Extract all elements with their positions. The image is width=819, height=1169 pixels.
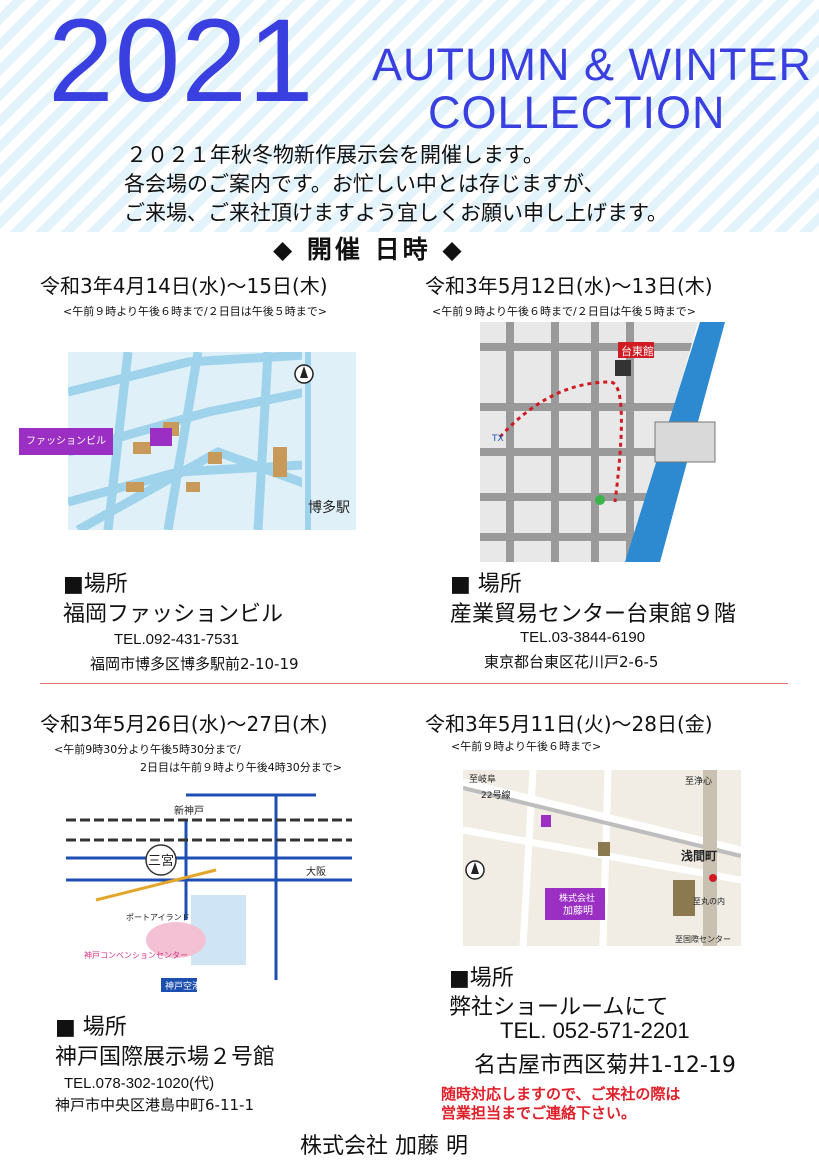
venue2-date: 令和3年5月12日(水)〜13日(木) [425, 274, 713, 298]
intro-line-2: 各会場のご案内です。お忙しい中とは存じますが、 [124, 172, 605, 196]
venue2-place-name: 産業貿易センター台東館９階 [450, 602, 737, 627]
venue3-date: 令和3年5月26日(水)〜27日(木) [40, 712, 328, 736]
tokyo-map: 台東館 TX [480, 322, 738, 562]
josin-map-label: 至浄心 [685, 775, 712, 787]
sannomiya-map-label: 三宮 [148, 853, 174, 869]
venue3-address: 神戸市中央区港島中町6-11-1 [55, 1096, 255, 1114]
airport-map-label: 神戸空港 [165, 980, 201, 992]
sengencho-map-label: 浅間町 [681, 848, 717, 863]
venue2-tel: TEL.03-3844-6190 [520, 629, 646, 646]
venue1-hours-note: <午前９時より午後６時まで/２日目は午後５時まで> [63, 305, 327, 318]
tx-map-label: TX [491, 434, 504, 444]
kobe-map: 三宮 新神戸 大阪 ポートアイランド 神戸コンベンションセンター 神戸空港 [66, 780, 352, 998]
osaka-map-label: 大阪 [306, 865, 326, 878]
route22-map-label: 22号線 [481, 789, 510, 801]
visit-notice-line2: 営業担当までご連絡下さい。 [441, 1104, 637, 1122]
fashion-building-map-tag: ファッションビル [19, 428, 113, 455]
hakata-station-label: 博多駅 [308, 499, 350, 516]
shinkobe-map-label: 新神戸 [174, 804, 204, 817]
header-striped-background [0, 0, 819, 232]
fukuoka-map: 博多駅 [68, 352, 356, 530]
company-map-label-l1: 株式会社 [559, 892, 595, 904]
venue1-date: 令和3年4月14日(水)〜15日(木) [40, 274, 328, 298]
intro-line-3: ご来場、ご来社頂けますよう宜しくお願い申し上げます。 [124, 201, 668, 225]
venue3-place-heading: ■ 場所 [55, 1015, 127, 1040]
convention-map-label: 神戸コンベンションセンター [84, 950, 188, 960]
venue1-place-heading: ■場所 [63, 572, 128, 597]
venue1-address: 福岡市博多区博多駅前2-10-19 [90, 655, 299, 673]
section-divider [40, 683, 788, 684]
intro-line-1: ２０２１年秋冬物新作展示会を開催します。 [126, 143, 544, 167]
collection-title-line1: AUTUMN & WINTER [372, 39, 812, 90]
venue3-hours-note-line1: <午前9時30分より午後5時30分まで/ [54, 743, 241, 756]
venue4-tel: TEL. 052-571-2201 [500, 1018, 690, 1043]
venue2-hours-note: <午前９時より午後６時まで/２日目は午後５時まで> [432, 305, 696, 318]
venue3-place-name: 神戸国際展示場２号館 [55, 1045, 276, 1070]
venue3-hours-note-line2: 2日目は午前９時より午後4時30分まで> [140, 761, 342, 774]
marunouchi-map-label: 至丸の内 [693, 896, 725, 906]
schedule-heading: ◆ 開催 日時 ◆ [273, 235, 465, 264]
venue2-address: 東京都台東区花川戸2-6-5 [484, 653, 659, 671]
venue4-hours-note: <午前９時より午後６時まで> [451, 740, 602, 753]
venue2-place-heading: ■ 場所 [450, 572, 522, 597]
nagoya-map: 株式会社 加藤明 至岐阜 22号線 至浄心 浅間町 至丸の内 至国際センター [463, 770, 741, 946]
collection-title-line2: COLLECTION [428, 87, 726, 138]
visit-notice-line1: 随時対応しますので、ご来社の際は [441, 1085, 681, 1103]
company-map-label-l2: 加藤明 [563, 905, 593, 917]
venue3-tel: TEL.078-302-1020(代) [64, 1075, 215, 1092]
venue4-date: 令和3年5月11日(火)〜28日(金) [425, 712, 713, 736]
gifu-map-label: 至岐阜 [469, 773, 496, 785]
venue1-place-name: 福岡ファッションビル [63, 602, 284, 627]
year-title: 2021 [48, 0, 315, 127]
venue1-tel: TEL.092-431-7531 [114, 631, 240, 648]
venue4-address: 名古屋市西区菊井1-12-19 [474, 1053, 736, 1078]
footer-company-name: 株式会社 加藤 明 [300, 1134, 468, 1159]
port-island-map-label: ポートアイランド [126, 913, 190, 922]
taitokan-map-label: 台東館 [621, 344, 654, 358]
venue4-place-name: 弊社ショールームにて [449, 995, 669, 1020]
venue4-place-heading: ■場所 [449, 966, 514, 991]
kokusai-map-label: 至国際センター [675, 934, 731, 944]
